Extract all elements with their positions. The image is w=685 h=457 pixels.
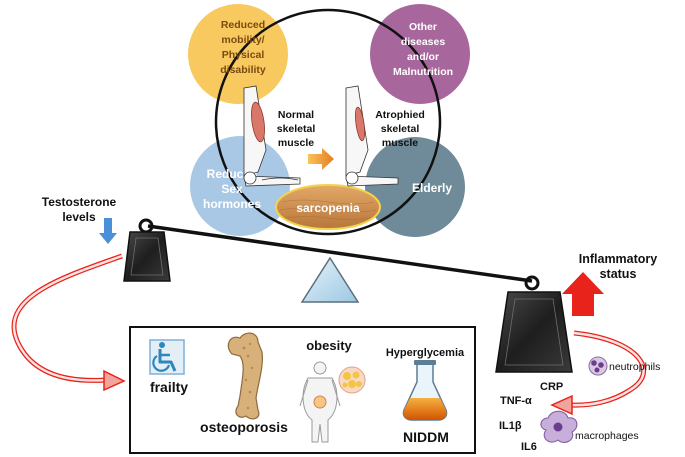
normal-muscle-label: Normal skeletal muscle [277, 109, 316, 149]
inflammatory-up-arrow-icon [562, 272, 604, 316]
sarcopenia-ellipse [275, 184, 381, 230]
niddm-label: NIDDM [403, 429, 449, 445]
osteoporosis-label: osteoporosis [200, 419, 288, 435]
scale-fulcrum [300, 256, 360, 303]
femur-bone-icon [227, 332, 263, 420]
inflammatory-label-2: status [600, 267, 637, 281]
label-other-diseases: Other diseases and/or Malnutrition [393, 21, 453, 78]
testosterone-label: Testosterone levels [42, 195, 117, 224]
atrophied-arm-illustration [345, 85, 399, 187]
label-sex-hormones-2: Sex [221, 182, 243, 196]
macrophages-label: macrophages [575, 430, 639, 442]
frailty-label: frailty [150, 379, 188, 395]
left-weight-inner [130, 237, 164, 276]
label-other-diseases-3: and/or [407, 51, 439, 63]
normal-muscle-label-2: skeletal [277, 123, 316, 135]
label-other-diseases-1: Other [409, 21, 437, 33]
atrophied-muscle-label-2: skeletal [381, 123, 420, 135]
sarcopenia-label: sarcopenia [296, 201, 360, 215]
il1b-label: IL1β [499, 420, 522, 432]
label-reduced-mobility-3: Physical [222, 49, 265, 61]
scale-right-ring [524, 275, 540, 291]
testosterone-label-1: Testosterone [42, 195, 117, 209]
inflammatory-label: Inflammatory status [579, 252, 658, 281]
sarcopenia-outline-circle [214, 8, 442, 236]
atrophy-arrow-icon [308, 148, 334, 170]
obese-body-icon [299, 361, 341, 443]
left-curved-arrow-head [103, 369, 126, 392]
atrophied-muscle-label-3: muscle [382, 137, 418, 149]
normal-muscle-label-1: Normal [278, 109, 314, 121]
balance-scale [123, 218, 573, 373]
obesity-label: obesity [306, 338, 352, 353]
normal-muscle-label-3: muscle [278, 137, 314, 149]
normal-arm-illustration [243, 85, 301, 187]
neutrophils-label: neutrophils [609, 361, 660, 373]
atrophied-muscle-label: Atrophied skeletal muscle [375, 109, 425, 149]
atrophied-muscle-icon [354, 106, 366, 142]
venn-group [188, 4, 470, 237]
circle-elderly [365, 137, 465, 237]
wood-grain [279, 199, 377, 220]
fat-cells-icon [338, 366, 366, 394]
label-reduced-mobility: Reduced mobility/ Physical disability [220, 19, 266, 76]
label-reduced-mobility-1: Reduced [221, 19, 265, 31]
right-weight [495, 291, 573, 373]
macrophage-icon [540, 410, 578, 443]
il6-label: IL6 [521, 441, 537, 453]
wheelchair-icon [149, 339, 185, 375]
neutrophil-icon [588, 356, 608, 376]
testosterone-label-2: levels [62, 210, 96, 224]
normal-muscle-icon [251, 101, 265, 143]
label-other-diseases-2: diseases [401, 36, 446, 48]
inflammatory-label-1: Inflammatory [579, 252, 658, 266]
right-curved-arrow-head [550, 394, 573, 416]
label-elderly: Elderly [412, 181, 452, 195]
right-weight-inner [504, 298, 564, 366]
scale-beam [147, 224, 533, 283]
flask-icon [402, 360, 448, 421]
label-sex-hormones-3: hormones [203, 197, 261, 211]
label-other-diseases-4: Malnutrition [393, 66, 453, 78]
label-reduced-mobility-4: disability [220, 64, 266, 76]
hyperglycemia-label: Hyperglycemia [386, 347, 465, 359]
label-reduced-mobility-2: mobility/ [221, 34, 264, 46]
circle-reduced-sex-hormones [190, 136, 290, 236]
circle-other-diseases [370, 4, 470, 104]
atrophied-muscle-label-1: Atrophied [375, 109, 425, 121]
testosterone-down-arrow-icon [99, 218, 117, 244]
tnf-label: TNF-α [500, 395, 532, 407]
crp-label: CRP [540, 381, 563, 393]
